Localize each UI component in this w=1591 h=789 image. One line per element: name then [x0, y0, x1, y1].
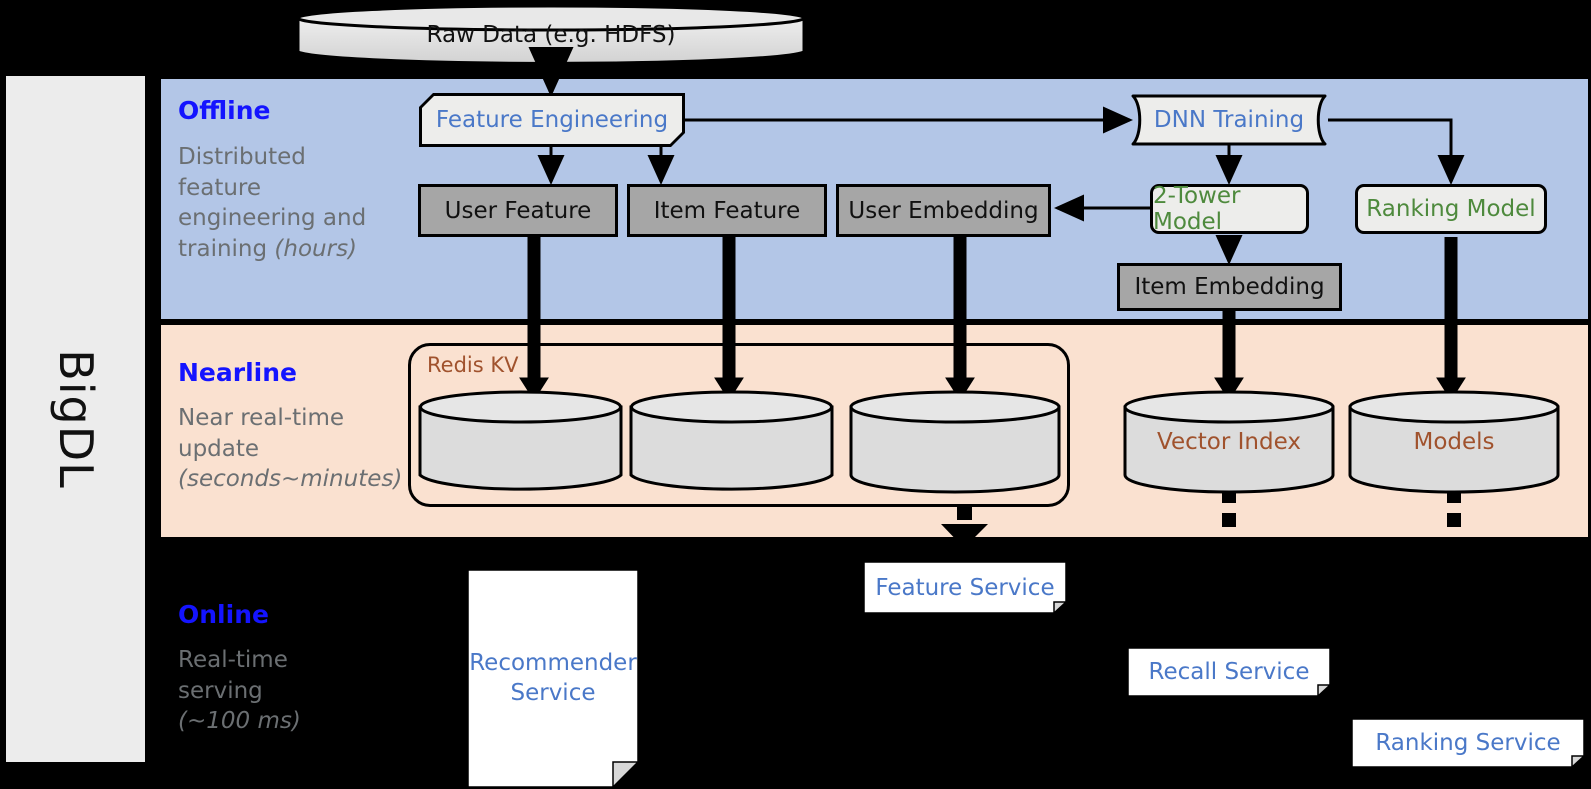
- feature-service-box[interactable]: Feature Service: [864, 562, 1066, 613]
- models-cylinder[interactable]: Models: [1348, 390, 1560, 494]
- bigdl-label-wrapper: BigDL: [6, 76, 145, 762]
- offline-desc-l3: engineering and: [178, 205, 367, 232]
- dnn-training-box[interactable]: DNN Training: [1130, 93, 1328, 147]
- redis-store-3-cylinder[interactable]: [849, 390, 1061, 494]
- ranking-model-box[interactable]: Ranking Model: [1355, 184, 1547, 234]
- online-description: Real-time serving (~100 ms): [178, 645, 388, 737]
- item-feature-label: Item Feature: [653, 197, 801, 224]
- offline-desc-l4: training: [178, 235, 275, 262]
- user-feature-label: User Feature: [444, 197, 592, 224]
- ranking-service-box[interactable]: Ranking Service: [1352, 719, 1584, 767]
- raw-data-cylinder: Raw Data (e.g. HDFS): [296, 4, 806, 66]
- vector-index-cylinder[interactable]: Vector Index: [1123, 390, 1335, 494]
- two-tower-model-box[interactable]: 2-Tower Model: [1150, 183, 1309, 235]
- offline-desc-l2: feature: [178, 174, 262, 201]
- models-label: Models: [1413, 429, 1495, 455]
- recommender-service-label: Recommender Service: [468, 570, 638, 787]
- feature-service-label: Feature Service: [875, 574, 1055, 601]
- feature-engineering-box[interactable]: Feature Engineering: [419, 93, 685, 147]
- bigdl-label: BigDL: [48, 349, 103, 489]
- online-desc-l1: Real-time: [178, 647, 288, 673]
- offline-desc-l1: Distributed: [178, 144, 306, 170]
- recall-service-label: Recall Service: [1148, 659, 1310, 685]
- offline-desc-em: (hours): [274, 235, 358, 262]
- online-desc-l2: serving: [178, 677, 263, 704]
- item-embedding-label: Item Embedding: [1134, 274, 1325, 300]
- dnn-training-label: DNN Training: [1153, 107, 1305, 133]
- ranking-service-label: Ranking Service: [1375, 730, 1561, 756]
- user-feature-box[interactable]: User Feature: [418, 184, 618, 237]
- online-desc-em: (~100 ms): [178, 708, 301, 735]
- nearline-description: Near real-time update (seconds~minutes): [178, 403, 413, 495]
- offline-heading: Offline: [178, 96, 271, 125]
- nearline-heading: Nearline: [178, 358, 297, 387]
- recommender-service-box[interactable]: Recommender Service: [468, 570, 638, 787]
- ranking-model-label: Ranking Model: [1366, 196, 1536, 222]
- recommender-service-line2: Service: [510, 679, 596, 706]
- offline-description: Distributed feature engineering and trai…: [178, 142, 388, 264]
- item-embedding-box[interactable]: Item Embedding: [1117, 263, 1342, 311]
- two-tower-model-label: 2-Tower Model: [1153, 183, 1241, 235]
- online-heading: Online: [178, 600, 269, 629]
- user-embedding-box[interactable]: User Embedding: [836, 184, 1051, 237]
- redis-kv-container: [408, 343, 1070, 507]
- recall-service-box[interactable]: Recall Service: [1128, 648, 1330, 696]
- item-feature-box[interactable]: Item Feature: [627, 184, 827, 237]
- bigdl-sidebar: BigDL: [6, 76, 145, 762]
- nearline-desc-em: (seconds~minutes): [178, 466, 403, 493]
- redis-store-1-cylinder[interactable]: [418, 390, 623, 494]
- redis-store-2-cylinder[interactable]: [629, 390, 834, 494]
- feature-engineering-label: Feature Engineering: [422, 96, 682, 144]
- nearline-desc-l1: Near real-time: [178, 405, 345, 431]
- user-embedding-label: User Embedding: [848, 197, 1039, 224]
- vector-index-label: Vector Index: [1157, 429, 1301, 455]
- nearline-desc-l2: update: [178, 435, 260, 462]
- recommender-service-line1: Recommender: [469, 649, 637, 676]
- redis-kv-label: Redis KV: [427, 353, 519, 377]
- raw-data-label: Raw Data (e.g. HDFS): [426, 22, 676, 48]
